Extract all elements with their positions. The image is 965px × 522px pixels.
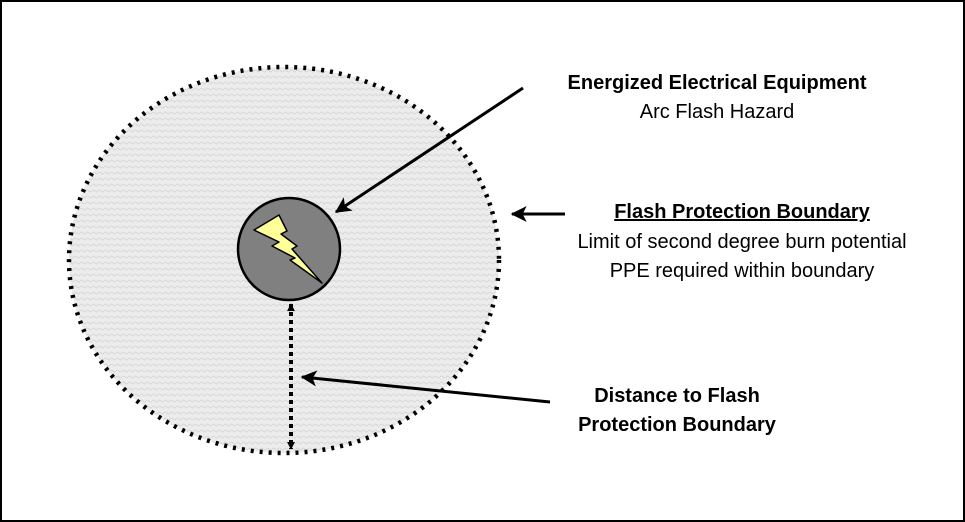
equipment-pointer-arrow — [334, 86, 524, 214]
equipment-subtitle: Arc Flash Hazard — [639, 101, 795, 123]
boundary-description-line2: PPE required within boundary — [609, 260, 875, 282]
distance-label-line2: Protection Boundary — [578, 414, 776, 436]
boundary-title: Flash Protection Boundary — [614, 201, 870, 223]
boundary-description-line1: Limit of second degree burn potential — [577, 231, 907, 253]
equipment-title: Energized Electrical Equipment — [567, 72, 867, 94]
distance-label-line1: Distance to Flash — [594, 385, 760, 407]
distance-pointer-arrow — [300, 370, 551, 404]
lightning-bolt-icon — [253, 214, 323, 284]
